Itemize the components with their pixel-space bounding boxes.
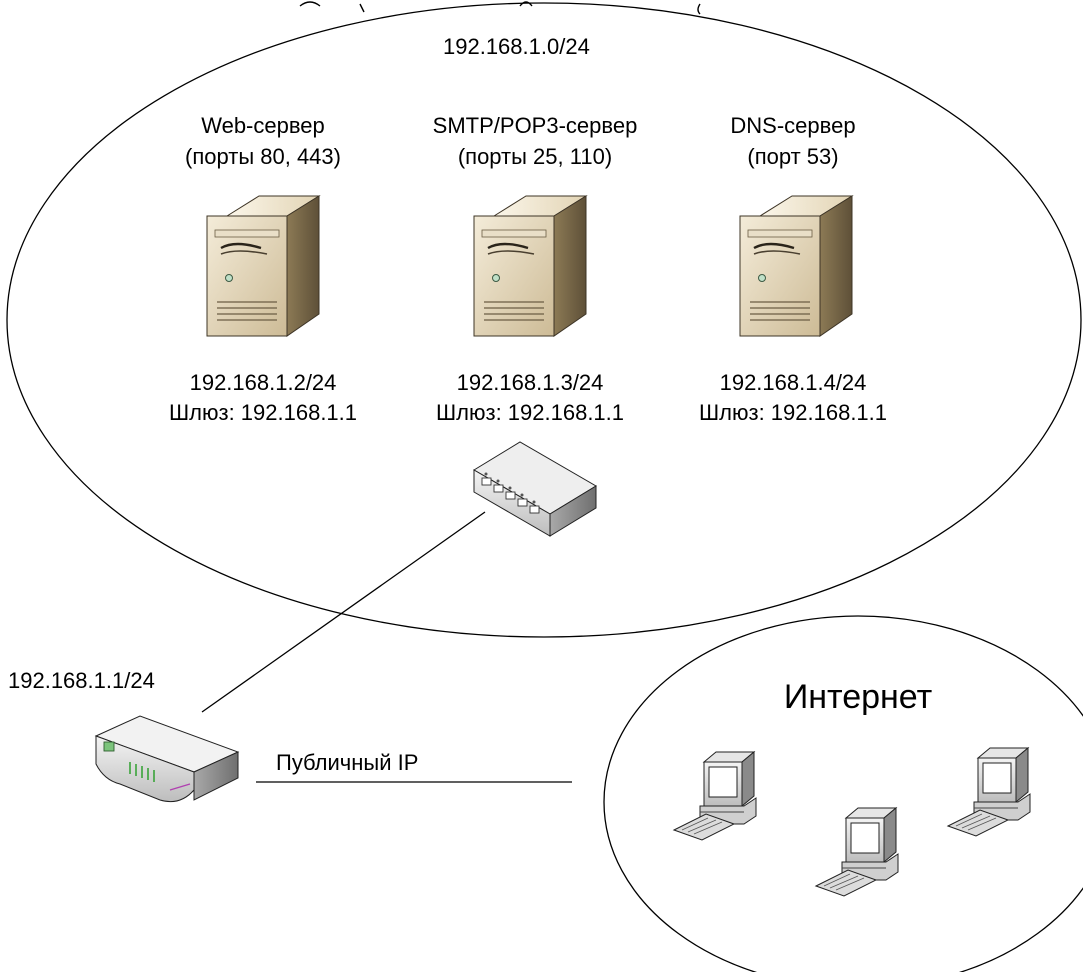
mail-server-ports: (порты 25, 110)	[457, 144, 613, 169]
router-ip-label: 192.168.1.1/24	[8, 668, 155, 693]
web-server-name: Web-сервер	[201, 113, 325, 138]
switch-icon	[473, 441, 597, 537]
switch-router-link	[201, 511, 486, 713]
dns-server-icon	[738, 194, 854, 338]
mail-server-ip: 192.168.1.3/24	[456, 370, 604, 395]
web-server-gateway: Шлюз: 192.168.1.1	[168, 400, 358, 425]
mail-server-icon	[472, 194, 588, 338]
internet-boundary	[603, 615, 1083, 972]
mail-server-name: SMTP/POP3-сервер	[432, 113, 638, 138]
internet-pc-icon-1	[673, 751, 757, 841]
web-server-ports: (порты 80, 443)	[185, 144, 341, 169]
dns-server-ports: (порт 53)	[747, 144, 839, 169]
internet-pc-icon-3	[947, 747, 1031, 837]
wan-link-label: Публичный IP	[276, 750, 419, 775]
mail-server-gateway: Шлюз: 192.168.1.1	[435, 400, 625, 425]
router-icon	[94, 715, 240, 803]
internet-pc-icon-2	[815, 807, 899, 897]
web-server-icon	[205, 194, 321, 338]
dns-server-name: DNS-сервер	[730, 113, 856, 138]
lan-boundary	[6, 2, 1082, 638]
top-caption-fragment	[299, 1, 701, 15]
lan-subnet-label: 192.168.1.0/24	[443, 34, 590, 59]
internet-label: Интернет	[783, 678, 933, 716]
web-server-ip: 192.168.1.2/24	[189, 370, 337, 395]
dns-server-gateway: Шлюз: 192.168.1.1	[698, 400, 888, 425]
dns-server-ip: 192.168.1.4/24	[719, 370, 867, 395]
